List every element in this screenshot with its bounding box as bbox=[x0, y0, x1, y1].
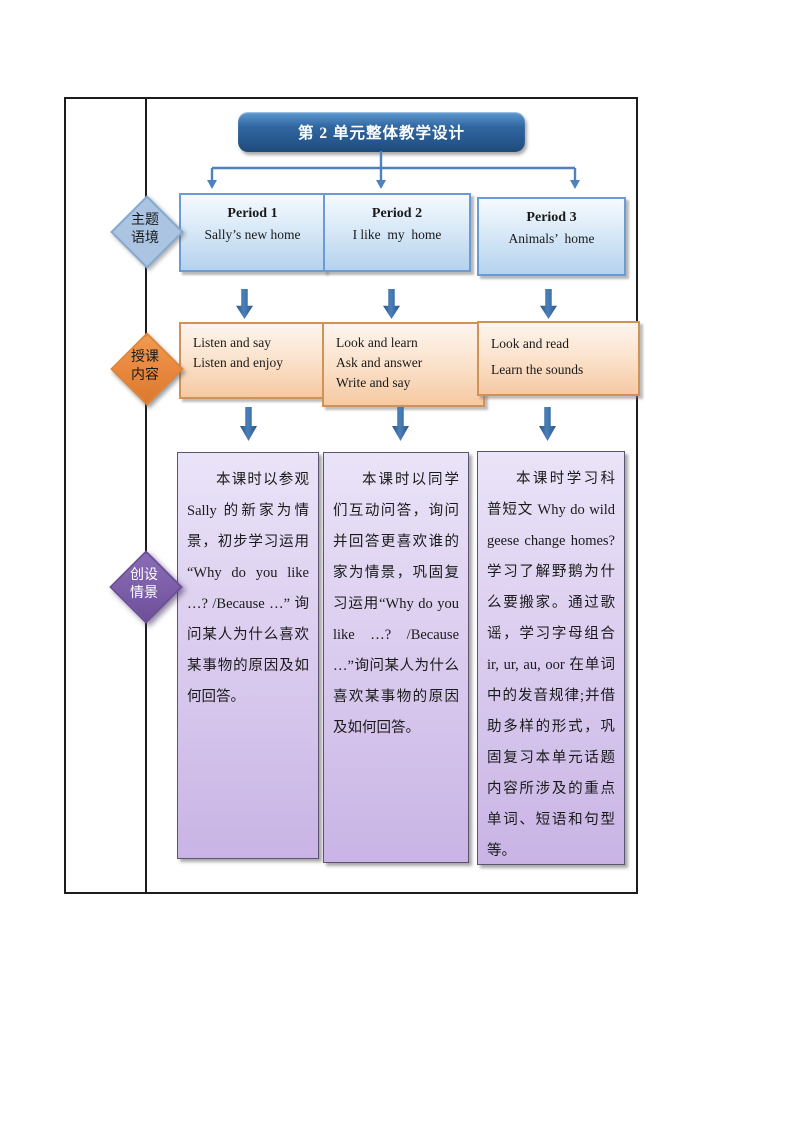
description-text: 本课时学习科普短文 Why do wild geese change homes… bbox=[487, 471, 615, 859]
activity-line: Listen and say bbox=[193, 335, 271, 350]
row-label-scene-creation: 创设 情景 bbox=[109, 550, 183, 624]
layout-table bbox=[64, 97, 638, 894]
unit-title: 第 2 单元整体教学设计 bbox=[297, 125, 465, 142]
table-column-divider bbox=[145, 99, 147, 892]
arrowhead-icon bbox=[207, 180, 580, 189]
label-line: 语境 bbox=[131, 231, 159, 246]
description-box-2: 本课时以同学们互动问答，询问并回答更喜欢谁的家为情景，巩固复习运用“Why do… bbox=[323, 452, 469, 863]
activity-line: Look and learn bbox=[336, 335, 418, 350]
row-label-theme-context: 主题 语境 bbox=[110, 195, 184, 269]
label-line: 主题 bbox=[131, 213, 159, 228]
period-1-box: Period 1 Sally’s new home bbox=[179, 193, 326, 272]
activity-line: Look and read bbox=[491, 336, 569, 351]
row-label-lesson-content: 授课 内容 bbox=[110, 332, 184, 406]
activities-box-2: Look and learn Ask and answer Write and … bbox=[322, 322, 485, 407]
period-2-name: Period 2 bbox=[371, 206, 423, 221]
label-line: 情景 bbox=[130, 586, 158, 601]
period-3-box: Period 3 Animals’ home bbox=[477, 197, 626, 276]
period-1-name: Period 1 bbox=[227, 206, 278, 221]
activity-line: Ask and answer bbox=[336, 355, 423, 370]
description-box-3: 本课时学习科普短文 Why do wild geese change homes… bbox=[477, 451, 625, 865]
activity-line: Write and say bbox=[336, 375, 411, 390]
period-3-topic: Animals’ home bbox=[508, 231, 595, 246]
period-3-name: Period 3 bbox=[526, 210, 577, 225]
label-line: 内容 bbox=[131, 368, 159, 383]
description-text: 本课时以同学们互动问答，询问并回答更喜欢谁的家为情景，巩固复习运用“Why do… bbox=[333, 472, 459, 736]
period-1-topic: Sally’s new home bbox=[204, 227, 301, 242]
connector-lines bbox=[207, 151, 580, 189]
label-line: 创设 bbox=[130, 568, 158, 583]
activities-box-1: Listen and say Listen and enjoy bbox=[179, 322, 337, 399]
unit-title-banner: 第 2 单元整体教学设计 bbox=[238, 112, 525, 152]
period-2-box: Period 2 I like my home bbox=[323, 193, 471, 272]
description-box-1: 本课时以参观Sally 的新家为情景，初步学习运用 “Why do you li… bbox=[177, 452, 319, 859]
activity-line: Listen and enjoy bbox=[193, 355, 283, 370]
description-text: 本课时以参观Sally 的新家为情景，初步学习运用 “Why do you li… bbox=[187, 472, 309, 705]
label-line: 授课 bbox=[131, 350, 159, 365]
activity-line: Learn the sounds bbox=[491, 362, 584, 377]
activities-box-3: Look and read Learn the sounds bbox=[477, 321, 640, 396]
period-2-topic: I like my home bbox=[352, 227, 442, 242]
